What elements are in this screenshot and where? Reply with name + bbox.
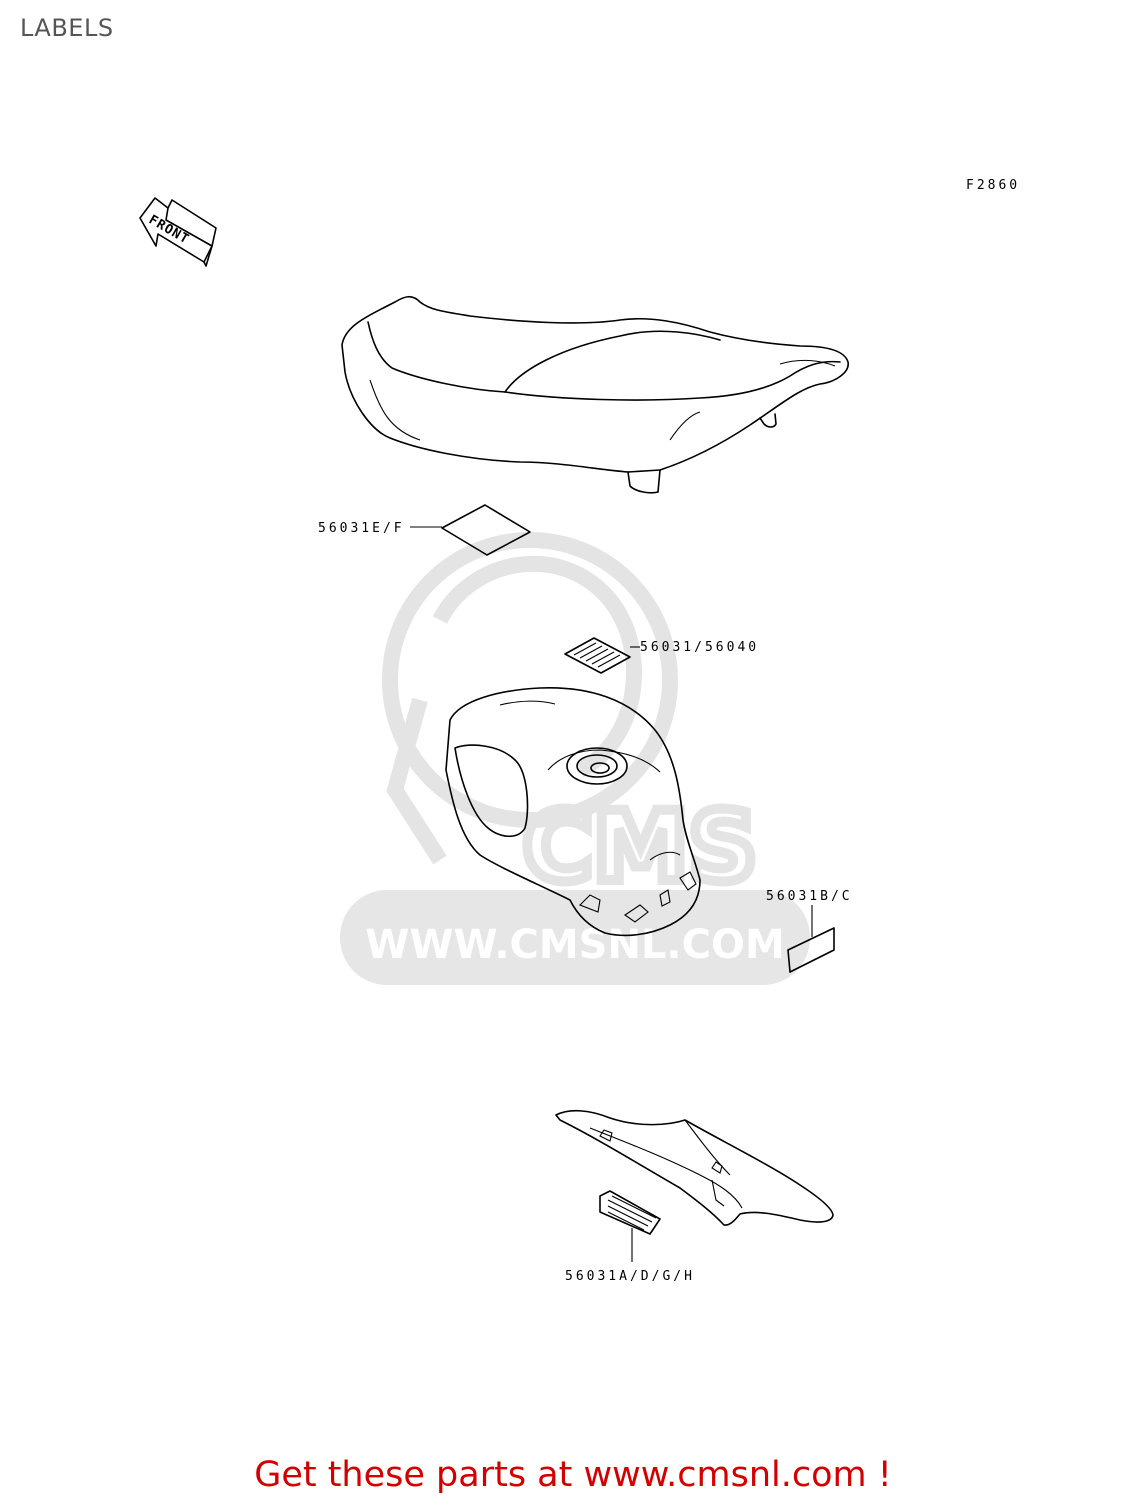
callout-56031E-F: 56031E/F: [318, 521, 405, 536]
callout-56031-56040: 56031/56040: [640, 640, 759, 655]
watermark-circle: [382, 532, 678, 828]
figure-code: F2860: [966, 178, 1020, 193]
page-title: LABELS: [20, 14, 114, 42]
tail-label-sticker: 56031A/D/G/H: [565, 1190, 695, 1284]
cms-watermark: WWW.CMSNL.COM CMS: [340, 532, 810, 985]
fuel-tank-drawing: [445, 687, 701, 937]
watermark-banner: [340, 890, 810, 985]
callout-56031B-C: 56031B/C: [766, 889, 853, 904]
callout-56031A-D-G-H: 56031A/D/G/H: [565, 1269, 695, 1284]
footer-promo-link[interactable]: Get these parts at www.cmsnl.com !: [254, 1455, 892, 1495]
tail-cover-drawing: [555, 1109, 834, 1226]
watermark-logo-text: CMS: [522, 791, 757, 903]
seat-label-sticker: 56031E/F: [318, 504, 531, 556]
seat-drawing: [341, 295, 849, 494]
front-arrow-text: FRONT: [146, 212, 192, 247]
watermark-url: WWW.CMSNL.COM: [365, 922, 785, 968]
tank-side-label-sticker: 56031B/C: [766, 889, 853, 973]
front-direction-arrow: FRONT: [139, 197, 217, 267]
tank-top-label-sticker: 56031/56040: [564, 637, 759, 674]
